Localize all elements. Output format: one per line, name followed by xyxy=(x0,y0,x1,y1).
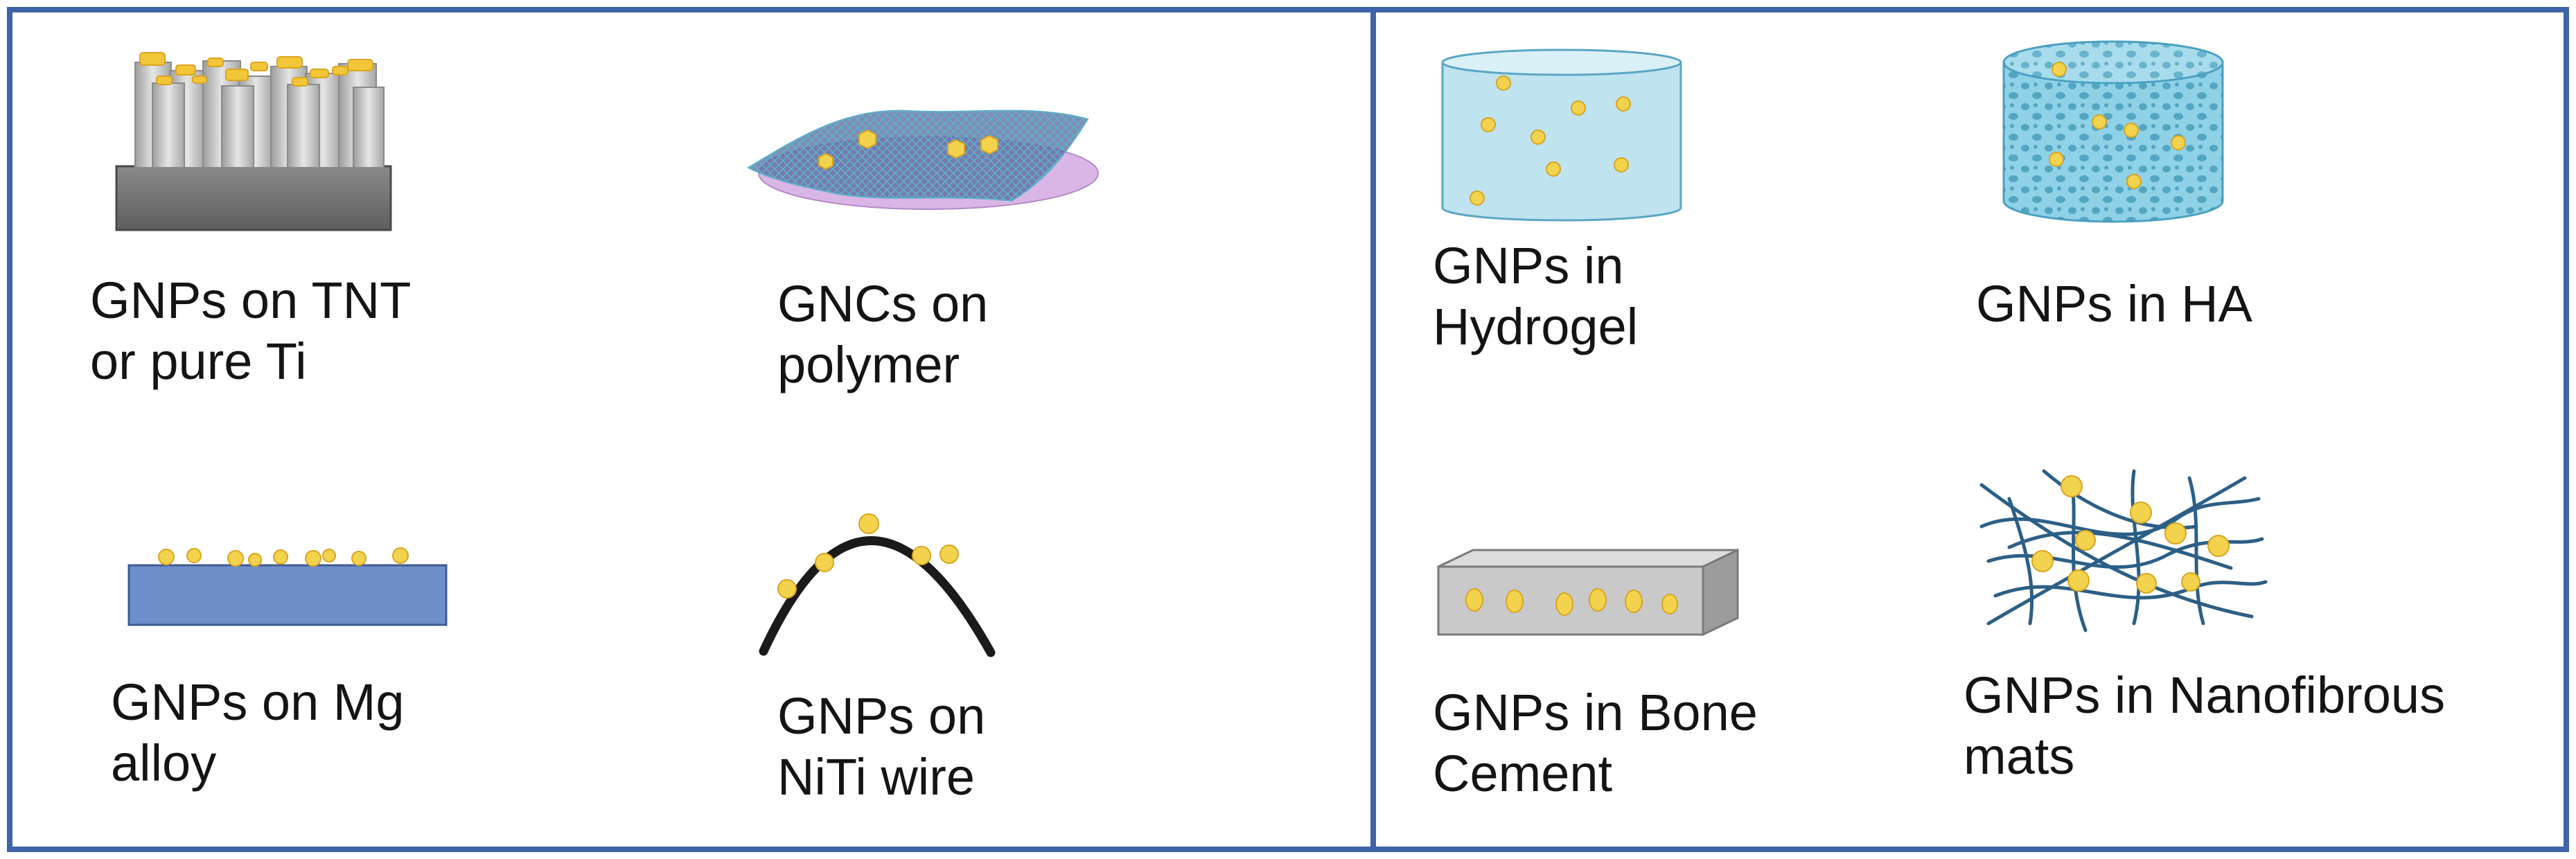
hydrogel-illustration xyxy=(1441,48,1682,222)
caption-gnps-in-bone-cement: GNPs in Bone Cement xyxy=(1433,684,1758,802)
caption-gnps-in-ha: GNPs in HA xyxy=(1976,275,2252,333)
cement-top xyxy=(1438,549,1738,568)
caption-gncs-on-polymer: GNCs on polymer xyxy=(777,275,989,393)
niti-wire xyxy=(759,536,996,657)
caption-gnps-on-niti-wire: GNPs on NiTi wire xyxy=(777,687,986,806)
mg-alloy-illustration xyxy=(127,547,448,626)
caption-gnps-in-hydrogel: GNPs in Hydrogel xyxy=(1433,237,1639,355)
caption-gnps-on-tnt: GNPs on TNT or pure Ti xyxy=(90,272,412,390)
gold-nanoparticles xyxy=(777,513,959,599)
gold-nanoclusters xyxy=(818,129,998,170)
titania-nanotubes-illustration xyxy=(115,52,392,231)
niti-wire-illustration xyxy=(759,513,996,657)
hydrogel-top xyxy=(1441,48,1682,76)
nanotube-array xyxy=(134,60,385,168)
hydroxyapatite-scaffold-illustration xyxy=(2002,40,2224,223)
caption-gnps-in-nanofibrous-mats: GNPs in Nanofibrous mats xyxy=(1964,666,2446,785)
gold-nanoparticles xyxy=(2049,62,2186,189)
bone-cement-illustration xyxy=(1437,548,1739,637)
polymer-film-illustration xyxy=(746,109,1099,210)
gold-nanoparticles xyxy=(139,52,373,87)
gold-nanoparticles xyxy=(1465,588,1678,616)
gold-nanoparticles xyxy=(1470,76,1631,206)
graphene-mesh xyxy=(746,109,1089,202)
ti-substrate xyxy=(115,165,392,231)
ha-pores xyxy=(2004,62,2223,222)
nanofibrous-mat-illustration xyxy=(1979,469,2268,632)
gold-nanoparticles xyxy=(2031,475,2230,594)
caption-gnps-on-mg-alloy: GNPs on Mg alloy xyxy=(111,673,405,792)
mg-substrate xyxy=(127,564,448,626)
gold-nanoparticles xyxy=(158,547,409,567)
